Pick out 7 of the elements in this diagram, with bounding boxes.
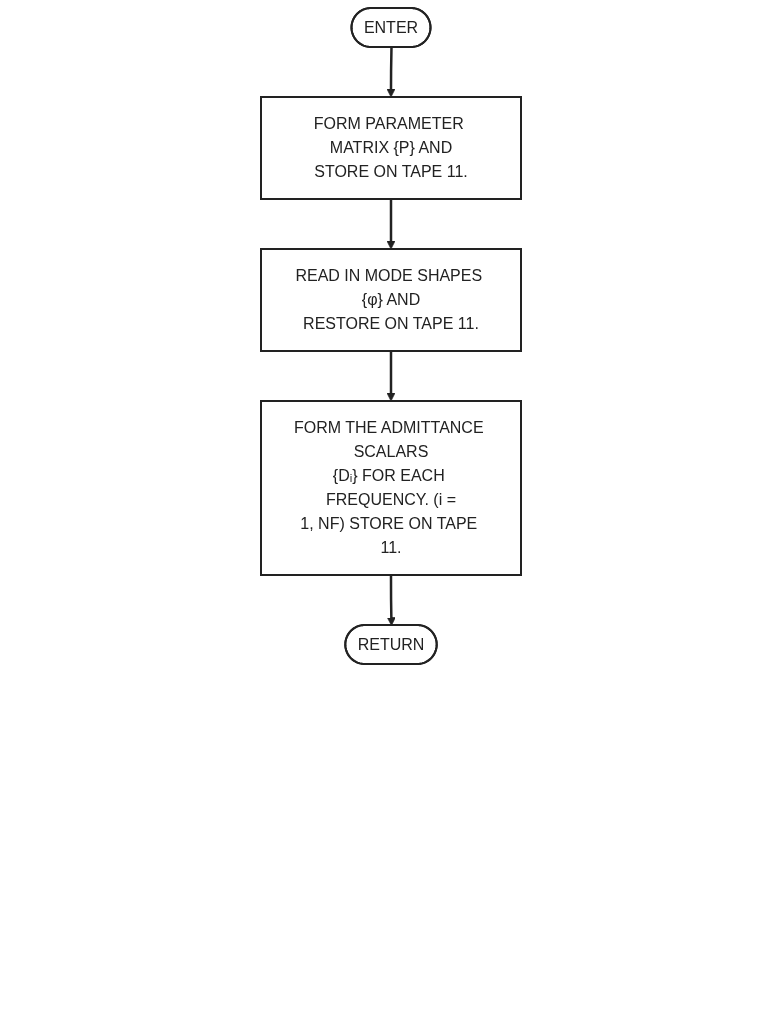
arrow (386, 199, 395, 250)
arrow (386, 351, 395, 402)
arrow (386, 575, 396, 626)
arrow (386, 47, 395, 98)
node-box: FORM THE ADMITTANCE SCALARS {Dᵢ} FOR EACH FREQUENCY. (i = 1, NF) STORE ON TAPE 11. (259, 400, 522, 576)
node-box: FORM PARAMETER MATRIX {P} AND STORE ON TAPE 11. (259, 96, 522, 200)
node-box: READ IN MODE SHAPES {φ} AND RESTORE ON TAPE 11. (259, 248, 522, 352)
